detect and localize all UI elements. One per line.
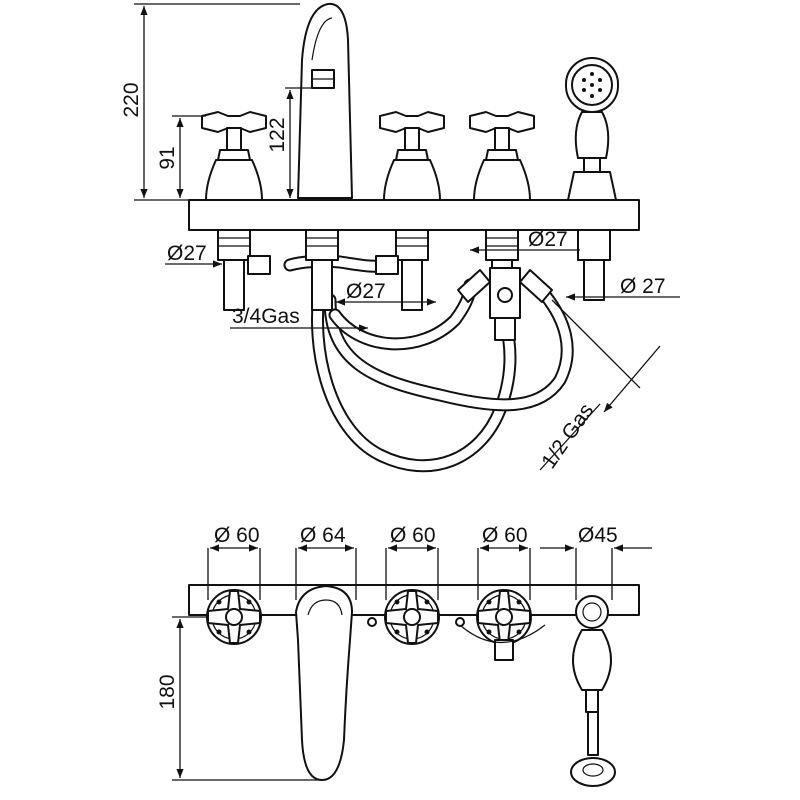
- dim-label-180: 180: [156, 674, 179, 709]
- spout: [297, 2, 353, 199]
- dim-label-d64: Ø 64: [300, 524, 346, 547]
- shower-shank: [577, 229, 611, 301]
- valve-body-3: [395, 229, 429, 311]
- dim-label-d45: Ø45: [578, 524, 618, 547]
- dim-label-d60-2: Ø 60: [390, 524, 436, 547]
- hand-shower: [565, 57, 619, 201]
- dim-label-d60-1: Ø 60: [214, 524, 260, 547]
- deck-plate: [188, 199, 640, 231]
- dim-label-d27-far-right: Ø 27: [620, 275, 666, 298]
- dim-label-gas-12: 1/2 Gas: [537, 399, 598, 472]
- valve-body-1: [217, 229, 251, 311]
- cross-handle-top-2: [384, 589, 440, 645]
- dim-label-d27-center: Ø27: [346, 280, 386, 303]
- dim-label-d27-left: Ø27: [167, 242, 207, 265]
- spout-plan: [295, 585, 353, 781]
- dim-label-220: 220: [120, 82, 143, 117]
- dim-label-122: 122: [266, 117, 289, 152]
- cross-handle-top-1: [206, 589, 262, 645]
- hoses: [283, 254, 574, 473]
- front-view: 220 122 91 Ø27 3/4Gas Ø27 Ø27 Ø 27 1/2 G…: [120, 2, 680, 473]
- dim-label-d60-3: Ø 60: [482, 524, 528, 547]
- diverter-body: [457, 267, 553, 341]
- cross-handle-3: [469, 111, 535, 201]
- dim-label-d27-right: Ø27: [528, 228, 568, 251]
- hand-shower-plan: [570, 595, 616, 787]
- fitting-left: [247, 255, 271, 275]
- fitting-mid: [375, 255, 399, 275]
- dim-label-91: 91: [156, 146, 179, 169]
- cross-handle-1: [201, 111, 267, 201]
- diverter-knob-plan: [459, 624, 546, 661]
- cross-handle-2: [379, 111, 445, 201]
- cross-handle-top-3: [476, 589, 532, 645]
- dim-label-gas-34: 3/4Gas: [232, 305, 300, 328]
- top-view: Ø 60 Ø 64 Ø 60 Ø 60 Ø45 180: [156, 524, 652, 787]
